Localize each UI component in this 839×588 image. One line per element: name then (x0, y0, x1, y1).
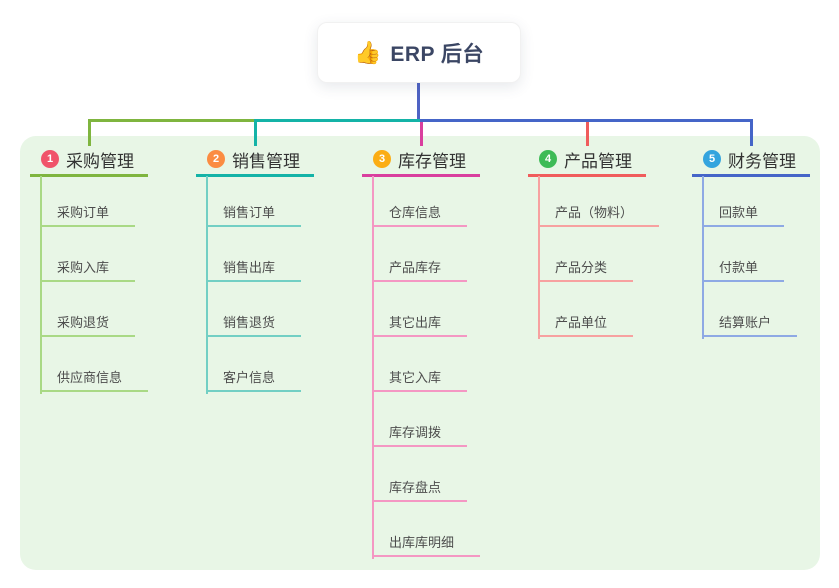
child-node-label: 销售出库 (223, 260, 276, 275)
branch-panel-background (20, 136, 820, 570)
branch-underline-5 (692, 174, 810, 177)
child-node[interactable]: 付款单 (702, 256, 785, 282)
branch-underline-2 (196, 174, 314, 177)
branch-child-spine-1 (40, 176, 42, 394)
child-node-label: 仓库信息 (389, 205, 442, 220)
branch-header-5[interactable]: 5 财务管理 (703, 146, 796, 172)
child-node[interactable]: 库存调拨 (372, 421, 468, 447)
child-node-label: 其它入库 (389, 370, 442, 385)
child-node[interactable]: 产品分类 (538, 256, 634, 282)
branch-number-badge: 2 (207, 150, 225, 168)
branch-header-3[interactable]: 3 库存管理 (373, 146, 466, 172)
child-node-label: 产品单位 (555, 315, 608, 330)
branch-header-1[interactable]: 1 采购管理 (41, 146, 134, 172)
branch-label: 采购管理 (66, 151, 134, 171)
child-node-label: 采购入库 (57, 260, 110, 275)
connector-trunk (417, 83, 420, 121)
thumbs-up-icon: 👍 (353, 39, 382, 65)
child-node[interactable]: 销售订单 (206, 201, 302, 227)
child-node-label: 产品（物料） (555, 205, 634, 220)
connector-drop-1 (88, 119, 91, 146)
branch-number-badge: 5 (703, 150, 721, 168)
child-node[interactable]: 结算账户 (702, 311, 798, 337)
child-node-label: 库存调拨 (389, 425, 442, 440)
branch-label: 财务管理 (728, 151, 796, 171)
child-node[interactable]: 回款单 (702, 201, 785, 227)
child-node-label: 出库库明细 (389, 535, 455, 550)
child-node[interactable]: 采购入库 (40, 256, 136, 282)
branch-child-spine-4 (538, 176, 540, 339)
child-node[interactable]: 采购退货 (40, 311, 136, 337)
child-node[interactable]: 仓库信息 (372, 201, 468, 227)
branch-child-spine-2 (206, 176, 208, 394)
branch-number-badge: 4 (539, 150, 557, 168)
child-node-label: 采购订单 (57, 205, 110, 220)
branch-label: 库存管理 (398, 151, 466, 171)
child-node[interactable]: 出库库明细 (372, 531, 481, 557)
child-node-label: 采购退货 (57, 315, 110, 330)
branch-number-badge: 1 (41, 150, 59, 168)
connector-bar-segment-finance (420, 119, 753, 122)
child-node-label: 产品分类 (555, 260, 608, 275)
branch-label: 产品管理 (564, 151, 632, 171)
child-node-label: 供应商信息 (57, 370, 123, 385)
child-node-label: 回款单 (719, 205, 759, 220)
child-node[interactable]: 产品库存 (372, 256, 468, 282)
connector-bar-segment-purchase (88, 119, 257, 122)
child-node[interactable]: 其它入库 (372, 366, 468, 392)
connector-drop-2 (254, 119, 257, 146)
connector-drop-3 (420, 122, 423, 146)
child-node-label: 付款单 (719, 260, 759, 275)
branch-header-2[interactable]: 2 销售管理 (207, 146, 300, 172)
child-node-label: 客户信息 (223, 370, 276, 385)
child-node[interactable]: 销售退货 (206, 311, 302, 337)
child-node-label: 销售退货 (223, 315, 276, 330)
root-node-label: ERP 后台 (390, 42, 485, 66)
branch-label: 销售管理 (232, 151, 300, 171)
connector-bar-segment-sales (254, 119, 423, 122)
branch-underline-1 (30, 174, 148, 177)
branch-underline-4 (528, 174, 646, 177)
branch-number-badge: 3 (373, 150, 391, 168)
child-node-label: 产品库存 (389, 260, 442, 275)
child-node[interactable]: 采购订单 (40, 201, 136, 227)
child-node[interactable]: 客户信息 (206, 366, 302, 392)
branch-header-4[interactable]: 4 产品管理 (539, 146, 632, 172)
root-node[interactable]: 👍 ERP 后台 (317, 22, 521, 83)
connector-drop-5 (750, 119, 753, 146)
child-node[interactable]: 库存盘点 (372, 476, 468, 502)
child-node-label: 库存盘点 (389, 480, 442, 495)
child-node-label: 销售订单 (223, 205, 276, 220)
branch-underline-3 (362, 174, 480, 177)
branch-child-spine-3 (372, 176, 374, 559)
branch-child-spine-5 (702, 176, 704, 339)
child-node[interactable]: 产品（物料） (538, 201, 660, 227)
child-node[interactable]: 产品单位 (538, 311, 634, 337)
child-node[interactable]: 销售出库 (206, 256, 302, 282)
connector-drop-4 (586, 122, 589, 146)
child-node-label: 其它出库 (389, 315, 442, 330)
child-node-label: 结算账户 (719, 315, 772, 330)
child-node[interactable]: 供应商信息 (40, 366, 149, 392)
child-node[interactable]: 其它出库 (372, 311, 468, 337)
